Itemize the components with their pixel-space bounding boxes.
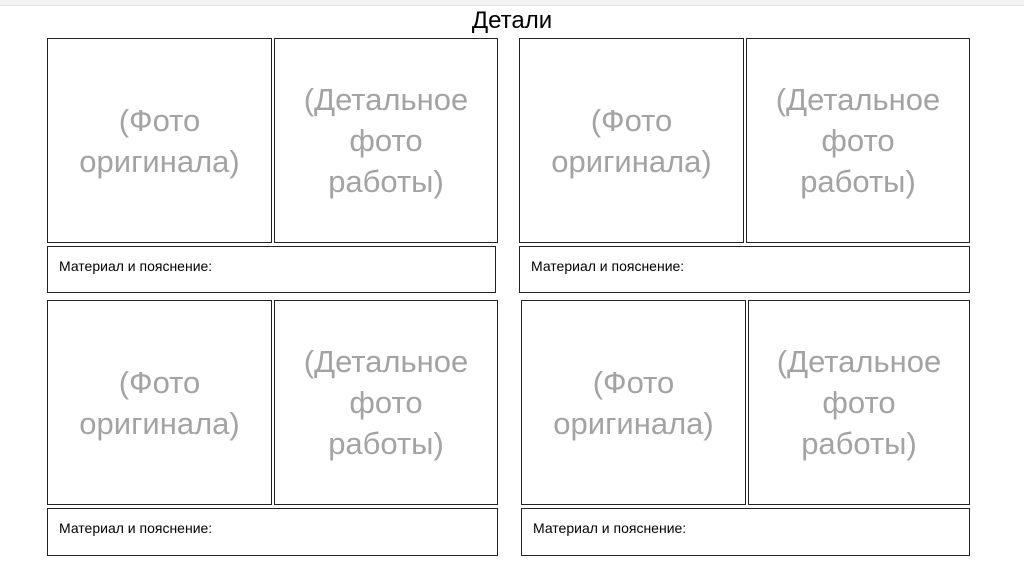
material-note-field[interactable]: Материал и пояснение: <box>47 246 496 293</box>
detail-photo-placeholder[interactable]: (Детальное фото работы) <box>746 38 970 243</box>
original-photo-label: (Фото оригинала) <box>79 364 240 441</box>
original-photo-placeholder[interactable]: (Фото оригинала) <box>521 300 746 505</box>
original-photo-label: (Фото оригинала) <box>553 364 714 441</box>
detail-photo-placeholder[interactable]: (Детальное фото работы) <box>274 300 498 505</box>
detail-photo-label: (Детальное фото работы) <box>775 82 941 199</box>
detail-photo-placeholder[interactable]: (Детальное фото работы) <box>274 38 498 243</box>
material-note-label: Материал и пояснение: <box>533 520 687 536</box>
material-note-label: Материал и пояснение: <box>59 520 213 536</box>
material-note-label: Материал и пояснение: <box>531 258 685 274</box>
original-photo-label: (Фото оригинала) <box>551 102 712 179</box>
original-photo-placeholder[interactable]: (Фото оригинала) <box>47 300 272 505</box>
material-note-field[interactable]: Материал и пояснение: <box>47 508 498 556</box>
detail-photo-label: (Детальное фото работы) <box>303 344 469 461</box>
detail-photo-label: (Детальное фото работы) <box>776 344 942 461</box>
page-title: Детали <box>471 7 553 34</box>
original-photo-label: (Фото оригинала) <box>79 102 240 179</box>
material-note-label: Материал и пояснение: <box>59 258 213 274</box>
detail-photo-placeholder[interactable]: (Детальное фото работы) <box>748 300 970 505</box>
material-note-field[interactable]: Материал и пояснение: <box>521 508 970 556</box>
original-photo-placeholder[interactable]: (Фото оригинала) <box>47 38 272 243</box>
detail-photo-label: (Детальное фото работы) <box>303 82 469 199</box>
original-photo-placeholder[interactable]: (Фото оригинала) <box>519 38 744 243</box>
material-note-field[interactable]: Материал и пояснение: <box>519 246 970 293</box>
top-border <box>0 0 1024 6</box>
